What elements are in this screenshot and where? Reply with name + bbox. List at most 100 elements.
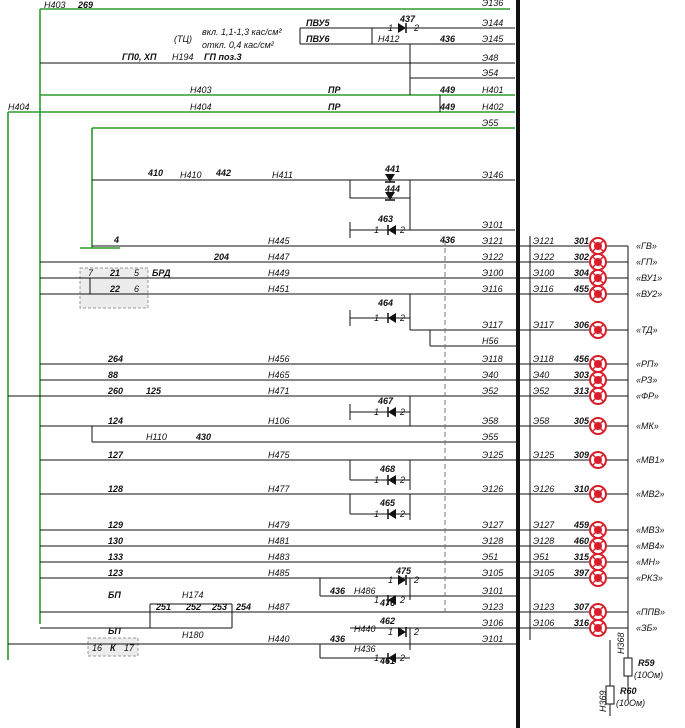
terminal-label: Н402 (482, 102, 504, 112)
signal-name: «ФР» (636, 391, 659, 401)
signal-name: «РКЗ» (636, 573, 663, 583)
contact-label: 133 (108, 552, 123, 562)
lamp-wire-label: Э117 (533, 320, 555, 330)
diode-pin: 1 (388, 23, 393, 33)
wire-label: Н194 (172, 52, 194, 62)
wire-label: Н403 (44, 0, 66, 10)
contact-label: ПВУ6 (306, 34, 331, 44)
signal-name: «ЗБ» (636, 623, 657, 633)
contact-label: 123 (108, 568, 123, 578)
diode-label: 476 (379, 598, 396, 608)
contact-label: 124 (108, 416, 123, 426)
terminal-label: Э127 (482, 520, 504, 530)
diode-pin: 2 (399, 595, 405, 605)
signal-lamp (589, 253, 607, 271)
pin-label: 6 (134, 284, 139, 294)
signal-lamp (589, 387, 607, 405)
terminal-label: Э125 (482, 450, 504, 460)
contact-label: 436 (329, 586, 346, 596)
wire-label: Н180 (182, 630, 204, 640)
lamp-wire-label: Э51 (533, 552, 549, 562)
wire-label: Н110 (146, 432, 167, 442)
contact-label: 254 (235, 602, 251, 612)
wire-label: Н369 (598, 690, 608, 712)
resistor-label: R59 (638, 658, 655, 668)
terminal-label: Э146 (482, 170, 503, 180)
lamp-wire-label: Э121 (533, 236, 554, 246)
terminal-label: Э136 (482, 0, 503, 8)
lamp-number: 309 (574, 450, 589, 460)
pin-label: 7 (88, 268, 94, 278)
signal-name: «РП» (636, 359, 659, 369)
contact-label: 269 (77, 0, 93, 10)
terminal-label: Э122 (482, 252, 503, 262)
lamp-wire-label: Э128 (533, 536, 554, 546)
contact-label: 449 (439, 85, 455, 95)
signal-name: «МК» (636, 421, 659, 431)
contact-label: 442 (215, 168, 231, 178)
wire-label: Н485 (268, 568, 291, 578)
brd-relay-box (79, 267, 149, 309)
wire-label: Н486 (354, 586, 376, 596)
lamp-feeders (529, 236, 629, 716)
terminal-label: Э121 (482, 236, 503, 246)
resistor-r60 (605, 685, 615, 705)
signal-name: «ППВ» (636, 607, 665, 617)
wire-label: Н404 (8, 102, 30, 112)
wire-label: Н449 (268, 268, 290, 278)
lamp-wire-label: Э123 (533, 602, 554, 612)
wire-label: Н436 (354, 644, 376, 654)
terminal-label: Э117 (482, 320, 504, 330)
diode (385, 192, 395, 201)
lamp-wire-label: Э40 (533, 370, 549, 380)
contact-label: 125 (146, 386, 162, 396)
wire-label: Н471 (268, 386, 290, 396)
signal-lamp (589, 355, 607, 373)
lamp-number: 315 (574, 552, 590, 562)
resistor-labels: Н368 Н369 R59 (10Ом) R60 (10Ом) (598, 632, 663, 712)
lamp-number: 459 (573, 520, 589, 530)
contact-label: 253 (211, 602, 227, 612)
lamp-wire-label: Э127 (533, 520, 555, 530)
signal-name: «МН» (636, 557, 660, 567)
lamp-wire-label: Э52 (533, 386, 549, 396)
signal-lamp (589, 451, 607, 469)
terminal-label: Э101 (482, 586, 503, 596)
terminal-label: Э101 (482, 220, 503, 230)
terminal-label: Н401 (482, 85, 504, 95)
signal-lamp (589, 321, 607, 339)
diode-label: 441 (384, 164, 400, 174)
top-labels: Н403 269 (ТЦ) вкл. 1,1-1,3 кас/см² откл.… (8, 0, 456, 666)
diode-pin: 1 (374, 475, 379, 485)
tc-on-label: вкл. 1,1-1,3 кас/см² (202, 27, 282, 37)
terminal-label: Э105 (482, 568, 504, 578)
contact-label: 127 (108, 450, 124, 460)
terminal-label: Э126 (482, 484, 503, 494)
contact-label: 430 (195, 432, 211, 442)
contact-label: 128 (108, 484, 123, 494)
signal-lamp (589, 269, 607, 287)
wire-label: Н410 (180, 170, 202, 180)
lamp-number: 310 (574, 484, 589, 494)
lamp-number: 397 (574, 568, 590, 578)
contact-label: 129 (108, 520, 123, 530)
wire-label: Н456 (268, 354, 290, 364)
terminal-label: Э116 (482, 284, 503, 294)
terminal-label: Э52 (482, 386, 498, 396)
lamp-wire-label: Э122 (533, 252, 554, 262)
k-contactor-box (87, 637, 139, 657)
diode-label: 468 (379, 464, 395, 474)
wire-label: Н481 (268, 536, 290, 546)
terminal-label: Э100 (482, 268, 503, 278)
diode-label: 467 (377, 396, 394, 406)
lamp-wire-label: Э106 (533, 618, 554, 628)
relay-label: БРД (152, 268, 171, 278)
contact-label: 436 (329, 634, 346, 644)
wire-label: Н106 (268, 416, 290, 426)
